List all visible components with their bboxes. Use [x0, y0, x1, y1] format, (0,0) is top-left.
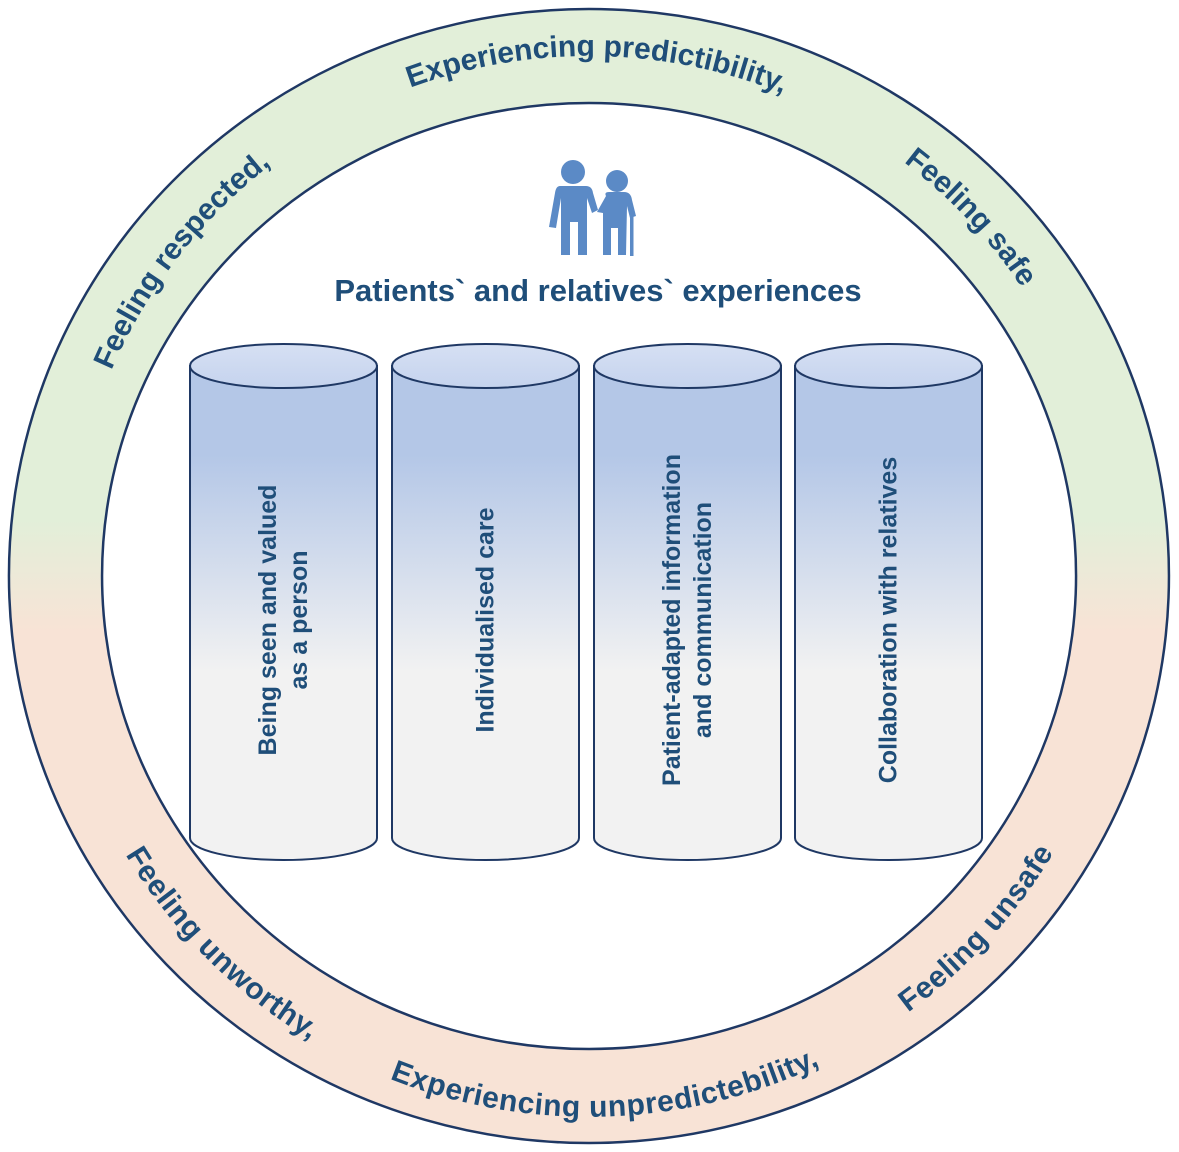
outer-ring	[7, 7, 1171, 1145]
elderly-couple-icon	[549, 160, 636, 256]
pillar-label: Individualised care	[472, 507, 500, 732]
pillar-body	[794, 365, 983, 861]
pillar-4: Collaboration with relatives	[794, 343, 983, 861]
pillar-body	[593, 365, 782, 861]
ring-band	[7, 7, 1171, 1145]
pillar-cap	[593, 343, 782, 389]
pillar-label: Being seen and valued	[254, 485, 282, 756]
pillar-cap	[391, 343, 580, 389]
pillar-body	[189, 365, 378, 861]
pillar-label: and communication	[689, 502, 717, 738]
pillar-label: Collaboration with relatives	[875, 457, 903, 783]
pillar-cap	[794, 343, 983, 389]
pillar-body	[391, 365, 580, 861]
pillar-2: Individualised care	[391, 343, 580, 861]
diagram-title: Patients` and relatives` experiences	[334, 273, 861, 308]
pillar-cap	[189, 343, 378, 389]
pillar-label: Patient-adapted information	[658, 454, 686, 786]
pillar-label: as a person	[285, 551, 313, 690]
